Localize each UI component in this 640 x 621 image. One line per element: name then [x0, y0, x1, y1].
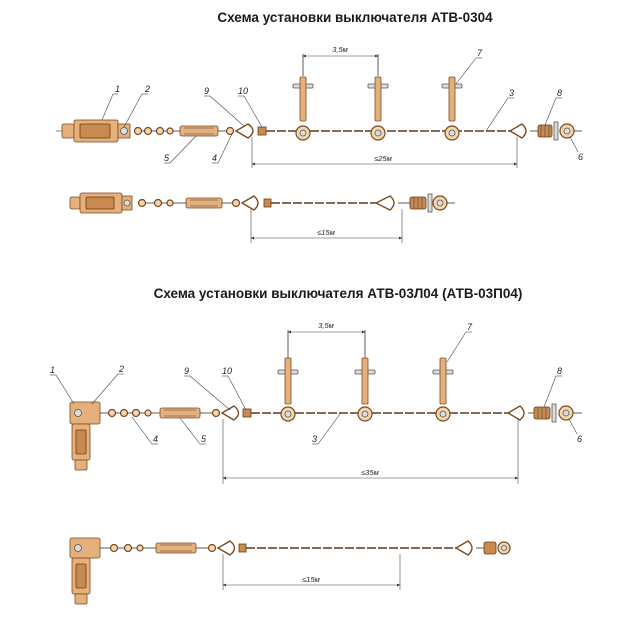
callout-2-9: 9 [184, 366, 189, 376]
scheme-2-short-variant [69, 537, 511, 605]
scheme-1-callouts: 1 2 9 10 7 3 8 5 4 6 [101, 48, 583, 164]
callout-2-1: 1 [50, 365, 55, 375]
scheme-2-main-assembly [69, 330, 582, 471]
callout-5: 5 [164, 153, 170, 163]
end-spring-anchor-2 [506, 403, 582, 423]
callout-2-2: 2 [118, 364, 124, 374]
turnbuckle-2 [151, 407, 212, 419]
end-spring-anchor [508, 121, 582, 141]
dim-variant-2: ≤15м [302, 575, 320, 584]
support-post-2-1 [277, 330, 299, 422]
scheme-2-dimensions: 3,5м ≤35м [222, 321, 519, 484]
limit-switch-body [56, 119, 131, 143]
scheme-2-title: Схема установки выключателя АТВ-03Л04 (А… [154, 286, 523, 301]
shackle-chain-2 [107, 408, 152, 418]
support-post-3 [441, 76, 463, 141]
callout-2-4: 4 [153, 434, 158, 444]
callout-2: 2 [144, 84, 150, 94]
callout-2-8: 8 [557, 366, 562, 376]
callout-2-6: 6 [577, 434, 582, 444]
callout-2-5: 5 [201, 434, 207, 444]
scheme-1-dimensions: 3,5м ≤25м [251, 45, 518, 168]
scheme-1-variant-dimension: ≤15м [250, 209, 403, 243]
callout-10: 10 [238, 86, 248, 96]
angle-switch-body [69, 401, 108, 471]
callout-6: 6 [578, 152, 583, 162]
scheme-1-short-variant [69, 192, 455, 214]
callout-8: 8 [557, 88, 562, 98]
callout-2-3: 3 [312, 434, 317, 444]
cable-thimble [225, 123, 267, 139]
dim-span-2: ≤35м [361, 468, 379, 477]
support-post-1 [292, 54, 314, 141]
dim-variant-1: ≤15м [317, 228, 335, 237]
scheme-2-variant-dimension: ≤15м [222, 554, 401, 590]
callout-1: 1 [115, 84, 120, 94]
dim-spacing-2: 3,5м [318, 321, 334, 330]
scheme-1-title: Схема установки выключателя АТВ-0304 [217, 10, 493, 25]
turnbuckle [173, 125, 226, 137]
scheme-2-callouts: 1 2 9 10 7 8 4 5 3 6 [50, 322, 582, 445]
callout-9: 9 [204, 86, 209, 96]
callout-7: 7 [477, 48, 483, 58]
callout-4: 4 [212, 153, 217, 163]
support-post-2-3 [432, 357, 454, 422]
dim-span-1: ≤25м [374, 154, 392, 163]
shackle-chain [133, 126, 174, 136]
callout-2-7: 7 [467, 322, 473, 332]
callout-3: 3 [509, 88, 514, 98]
support-post-2-2 [354, 330, 376, 422]
dim-spacing-1: 3,5м [332, 45, 348, 54]
scheme-1-main-assembly [56, 54, 582, 143]
callout-2-10: 10 [222, 366, 232, 376]
support-post-2 [367, 54, 389, 141]
